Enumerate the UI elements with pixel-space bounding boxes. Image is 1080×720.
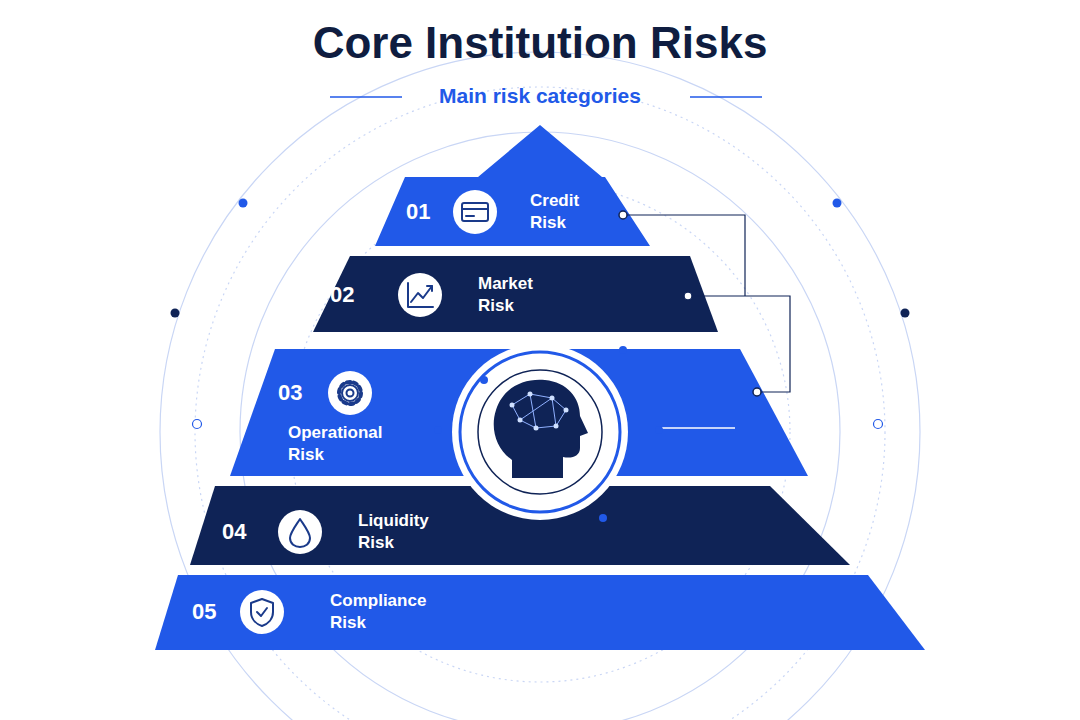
band-title: Liquidity Risk [358,510,429,554]
subtitle-label: Main risk categories [0,84,1080,108]
diagram-title: Core Institution Risks [0,18,1080,68]
band-number: 01 [406,199,430,225]
band-shape [375,125,650,246]
pyramid-band: 03Operational Risk [230,349,808,476]
pyramid-band: 01 Credit Risk [375,125,650,246]
band-number: 03 [278,380,302,406]
pyramid-band: 02 Market Risk [313,256,718,332]
pyramid-band: 05 Compliance Risk [155,575,925,650]
band-title: Credit Risk [530,190,579,234]
band-title: Market Risk [478,273,533,317]
band-fill [155,575,925,650]
band-shape [190,486,850,565]
band-fill [375,125,650,246]
band-fill [190,486,850,565]
pyramid-band: 04 Liquidity Risk [190,486,850,565]
band-title: Compliance Risk [330,590,426,634]
band-shape [313,256,718,332]
band-shape [155,575,925,650]
band-title: Operational Risk [288,422,382,466]
band-number: 02 [330,282,354,308]
band-number: 05 [192,599,216,625]
band-number: 04 [222,519,246,545]
band-fill [230,349,808,476]
band-fill [313,256,718,332]
